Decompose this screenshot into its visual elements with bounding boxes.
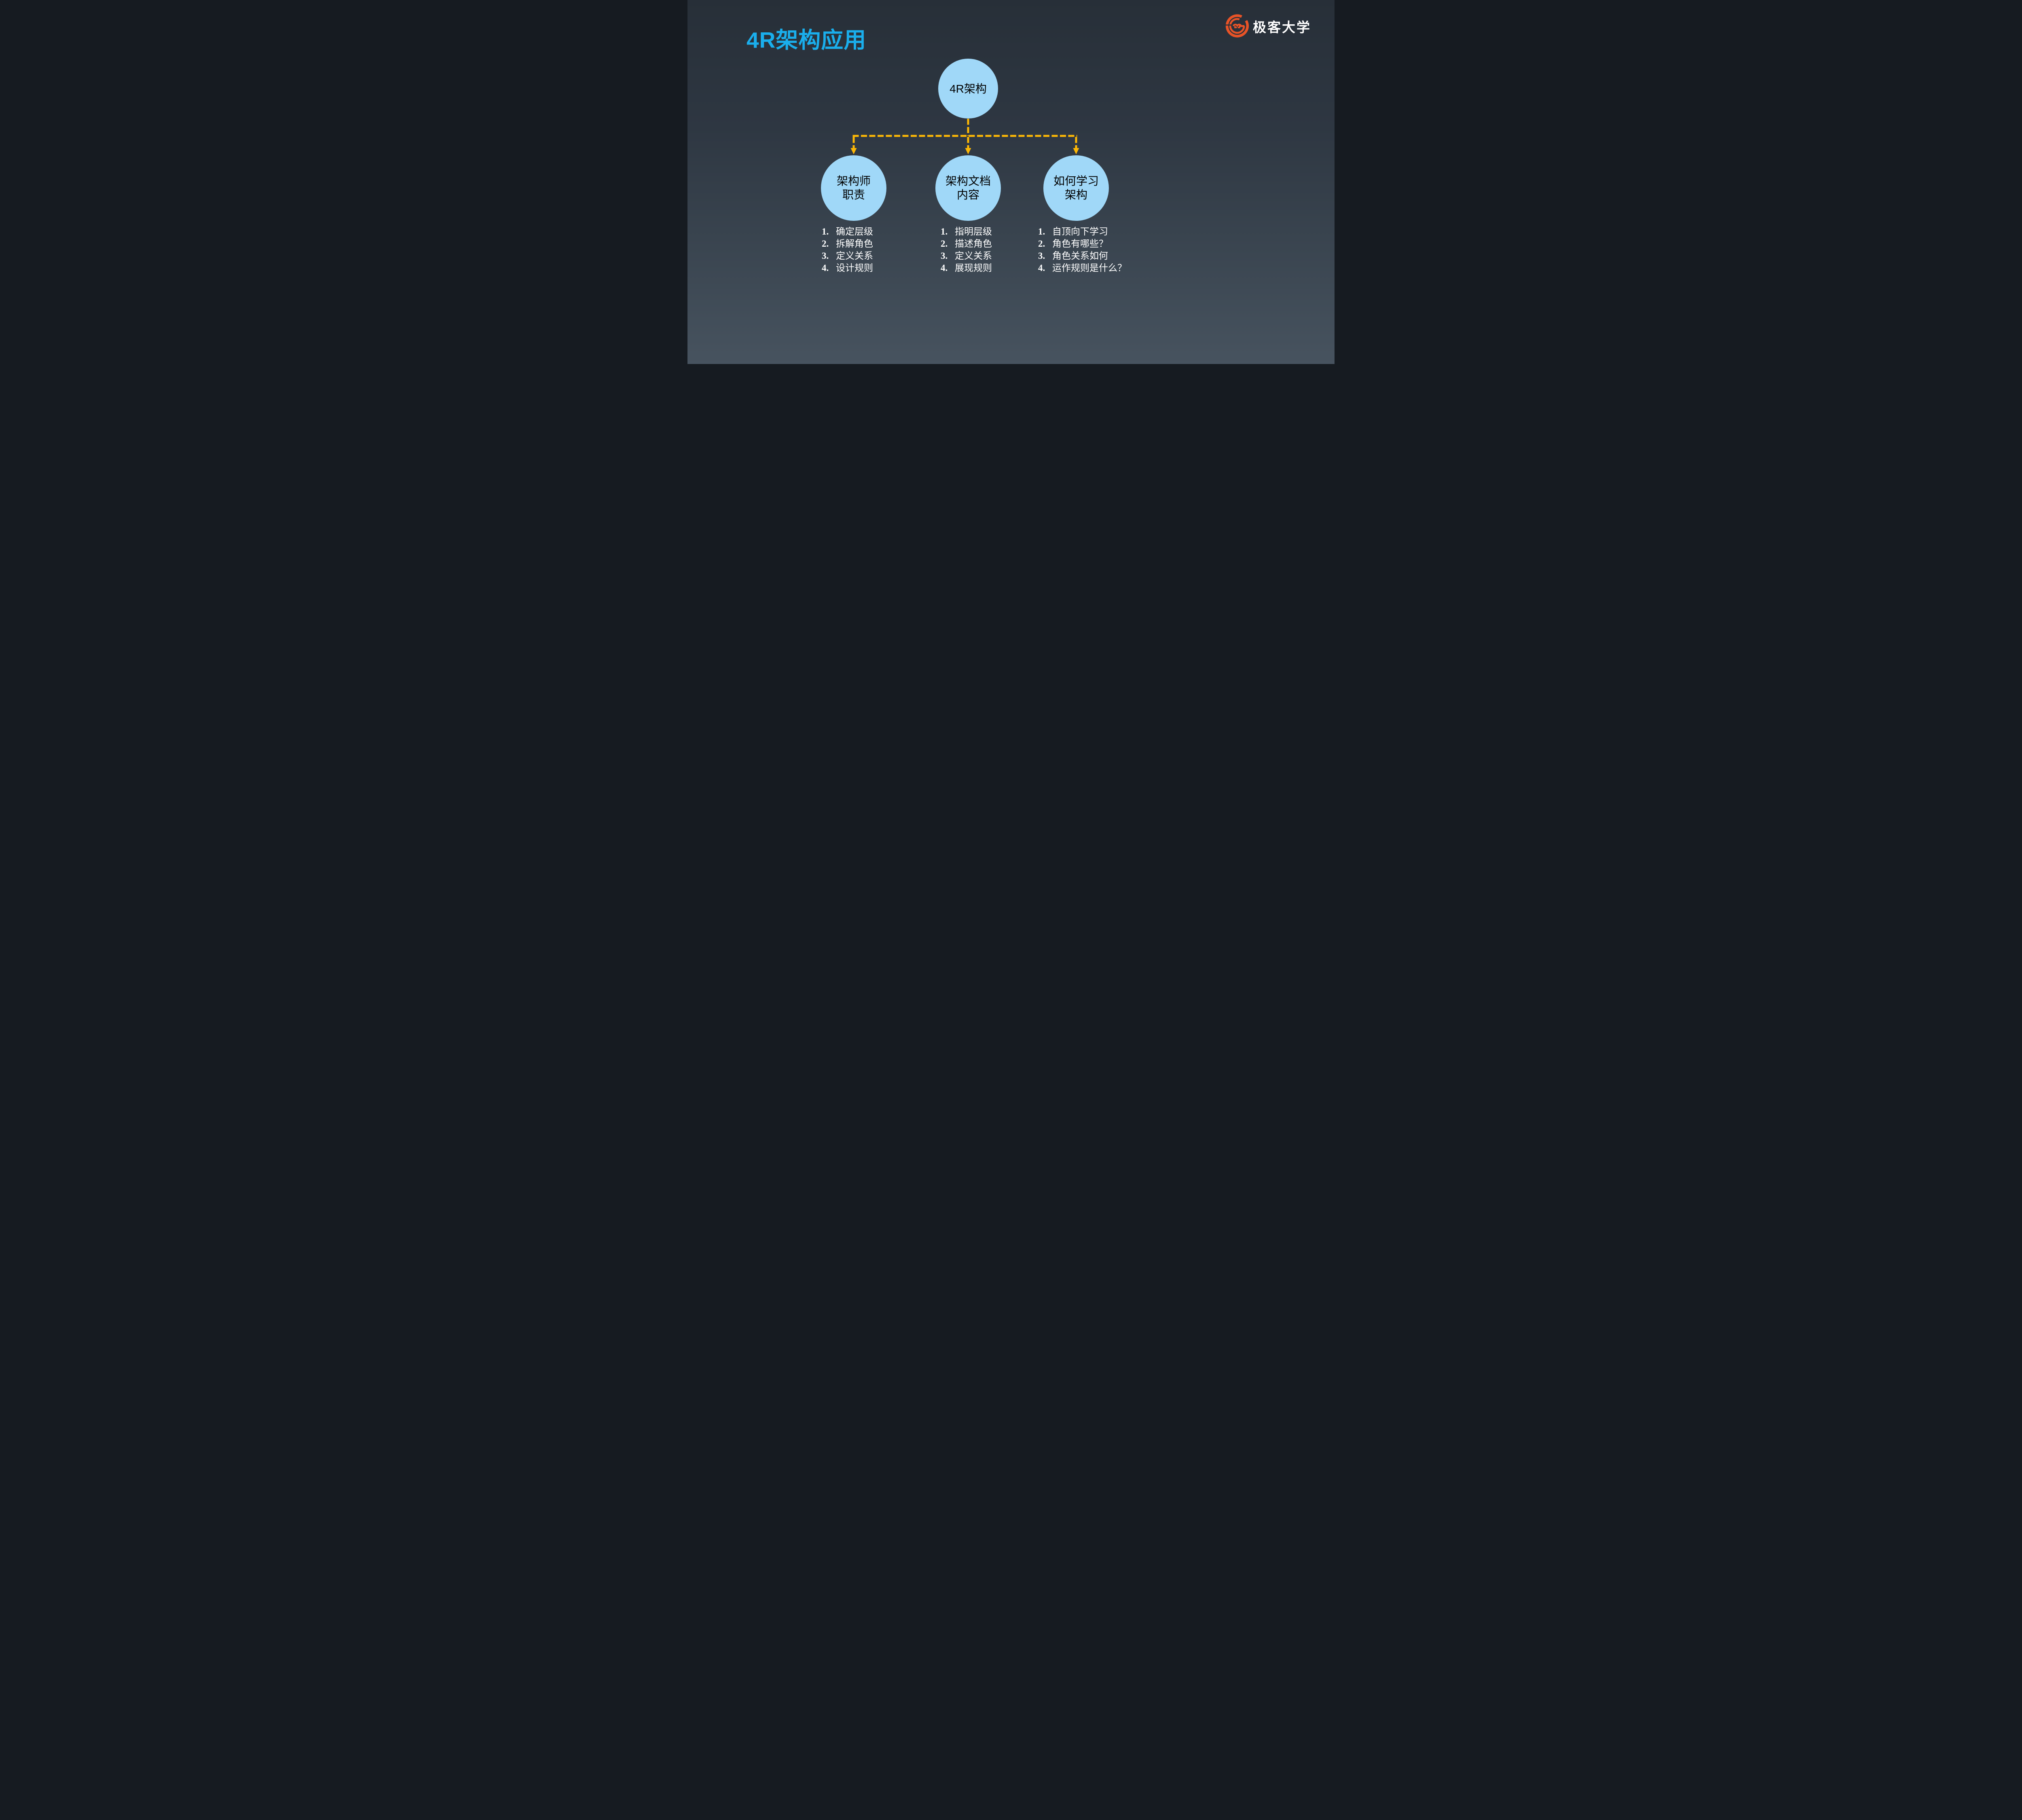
- item-number: 3.: [941, 251, 948, 261]
- list-item: 1. 自顶向下学习: [1038, 226, 1127, 238]
- item-text: 定义关系: [836, 251, 873, 261]
- slide: 4R架构应用 极客大学 4R架构 架构师 职责 架构: [687, 0, 1335, 364]
- item-number: 3.: [1038, 251, 1045, 261]
- list-item: 3. 角色关系如何: [1038, 250, 1127, 262]
- item-text: 展现规则: [955, 263, 992, 273]
- item-number: 1.: [1038, 226, 1045, 237]
- middle-arrowhead-icon: [965, 148, 971, 154]
- left-arrowhead-icon: [850, 148, 857, 154]
- item-text: 设计规则: [836, 263, 873, 273]
- item-number: 3.: [822, 251, 829, 261]
- item-number: 2.: [941, 239, 948, 249]
- node-label-line1: 如何学习: [1053, 175, 1099, 187]
- list-item: 2. 角色有哪些？: [1038, 238, 1127, 250]
- node-label-line1: 架构师: [836, 175, 871, 187]
- node-4r-architecture: 4R架构: [938, 59, 998, 119]
- right-arrowhead-icon: [1073, 148, 1079, 154]
- item-text: 指明层级: [955, 226, 992, 237]
- item-number: 2.: [1038, 239, 1045, 249]
- connector-arrows: [850, 119, 1079, 154]
- node-architect-duties: 架构师 职责: [821, 155, 886, 221]
- item-text: 角色有哪些？: [1052, 239, 1108, 249]
- item-number: 1.: [941, 226, 948, 237]
- list-item: 3. 定义关系: [941, 250, 992, 262]
- node-label-line2: 职责: [842, 188, 865, 201]
- item-text: 描述角色: [955, 239, 992, 249]
- page-title: 4R架构应用: [747, 28, 867, 53]
- item-number: 4.: [1038, 263, 1045, 273]
- list-architect-duties: 1. 确定层级 2. 拆解角色 3. 定义关系 4. 设计规则: [822, 226, 873, 274]
- item-text: 运作规则是什么？: [1052, 263, 1127, 273]
- item-text: 拆解角色: [836, 239, 873, 249]
- list-item: 2. 拆解角色: [822, 238, 873, 250]
- node-label-line2: 内容: [956, 188, 979, 201]
- node-label-line2: 架构: [1064, 188, 1087, 201]
- list-item: 2. 描述角色: [941, 238, 992, 250]
- item-number: 4.: [941, 263, 948, 273]
- node-how-to-learn: 如何学习 架构: [1043, 155, 1109, 221]
- item-text: 确定层级: [836, 226, 873, 237]
- list-item: 4. 运作规则是什么？: [1038, 262, 1127, 274]
- node-label: 4R架构: [950, 82, 987, 95]
- brand-logo: 极客大学: [1225, 14, 1311, 38]
- list-item: 4. 展现规则: [941, 262, 992, 274]
- item-text: 角色关系如何: [1052, 251, 1108, 261]
- item-number: 4.: [822, 263, 829, 273]
- geekbang-g-icon: [1225, 14, 1249, 38]
- node-label-line1: 架构文档: [945, 175, 991, 187]
- list-item: 1. 确定层级: [822, 226, 873, 238]
- list-item: 3. 定义关系: [822, 250, 873, 262]
- item-number: 1.: [822, 226, 829, 237]
- item-text: 自顶向下学习: [1052, 226, 1108, 237]
- list-item: 4. 设计规则: [822, 262, 873, 274]
- list-item: 1. 指明层级: [941, 226, 992, 238]
- node-doc-content: 架构文档 内容: [935, 155, 1001, 221]
- brand-name: 极客大学: [1253, 19, 1311, 35]
- list-how-to-learn: 1. 自顶向下学习 2. 角色有哪些？ 3. 角色关系如何 4. 运作规则是什么…: [1038, 226, 1127, 274]
- list-doc-content: 1. 指明层级 2. 描述角色 3. 定义关系 4. 展现规则: [941, 226, 992, 274]
- item-number: 2.: [822, 239, 829, 249]
- item-text: 定义关系: [955, 251, 992, 261]
